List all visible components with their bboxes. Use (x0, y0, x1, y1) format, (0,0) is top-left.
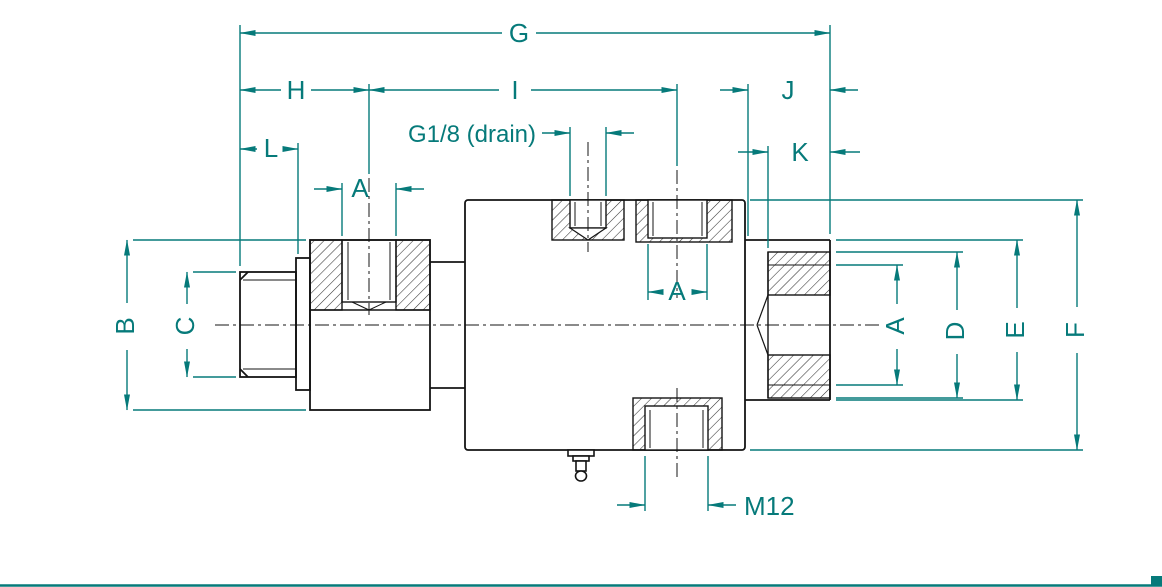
dimension-b: B (110, 239, 306, 411)
dim-label-i: I (511, 75, 518, 105)
centerlines (215, 142, 880, 478)
dimension-k: K (738, 137, 860, 248)
dimension-j: J (720, 75, 858, 236)
dim-label-h: H (287, 75, 306, 105)
dimension-h: H (239, 75, 370, 174)
dimension-e: E (836, 239, 1030, 401)
dimension-g: G (239, 18, 831, 266)
dimension-m12: M12 (617, 456, 795, 521)
dimension-a-left: A (314, 173, 424, 236)
part-geometry (239, 199, 831, 482)
dimension-d: D (836, 251, 970, 399)
neck (430, 261, 465, 389)
dimension-i: I (368, 75, 678, 166)
dim-label-j: J (782, 75, 795, 105)
dim-label-g: G (509, 18, 529, 48)
dim-label-d: D (940, 322, 970, 341)
top-port-a (635, 199, 733, 243)
collar (295, 257, 311, 391)
dim-label-a-left: A (351, 173, 369, 203)
dimension-f: F (750, 199, 1090, 451)
dim-label-b: B (110, 317, 140, 334)
drain-note-label: G1/8 (drain) (408, 121, 536, 148)
grease-fitting (567, 449, 595, 482)
dimension-a-right: A (836, 264, 910, 386)
dim-label-a-center: A (668, 276, 686, 306)
dim-label-l: L (264, 133, 278, 163)
right-port-section (745, 239, 831, 401)
drawing-border (0, 576, 1162, 587)
dimensions: G H I J K (110, 18, 1090, 521)
dimension-l: L (239, 133, 299, 254)
dimension-a-center: A (647, 244, 708, 306)
bottom-thread-label: M12 (744, 491, 795, 521)
border-corner-mark (1151, 576, 1162, 586)
dim-label-c: C (170, 317, 200, 336)
dim-label-f: F (1060, 322, 1090, 338)
dim-label-k: K (791, 137, 809, 167)
dimension-drain: G1/8 (drain) (408, 121, 634, 196)
dimension-c: C (170, 271, 236, 378)
dim-label-a-right: A (880, 317, 910, 335)
dim-label-e: E (1000, 321, 1030, 338)
